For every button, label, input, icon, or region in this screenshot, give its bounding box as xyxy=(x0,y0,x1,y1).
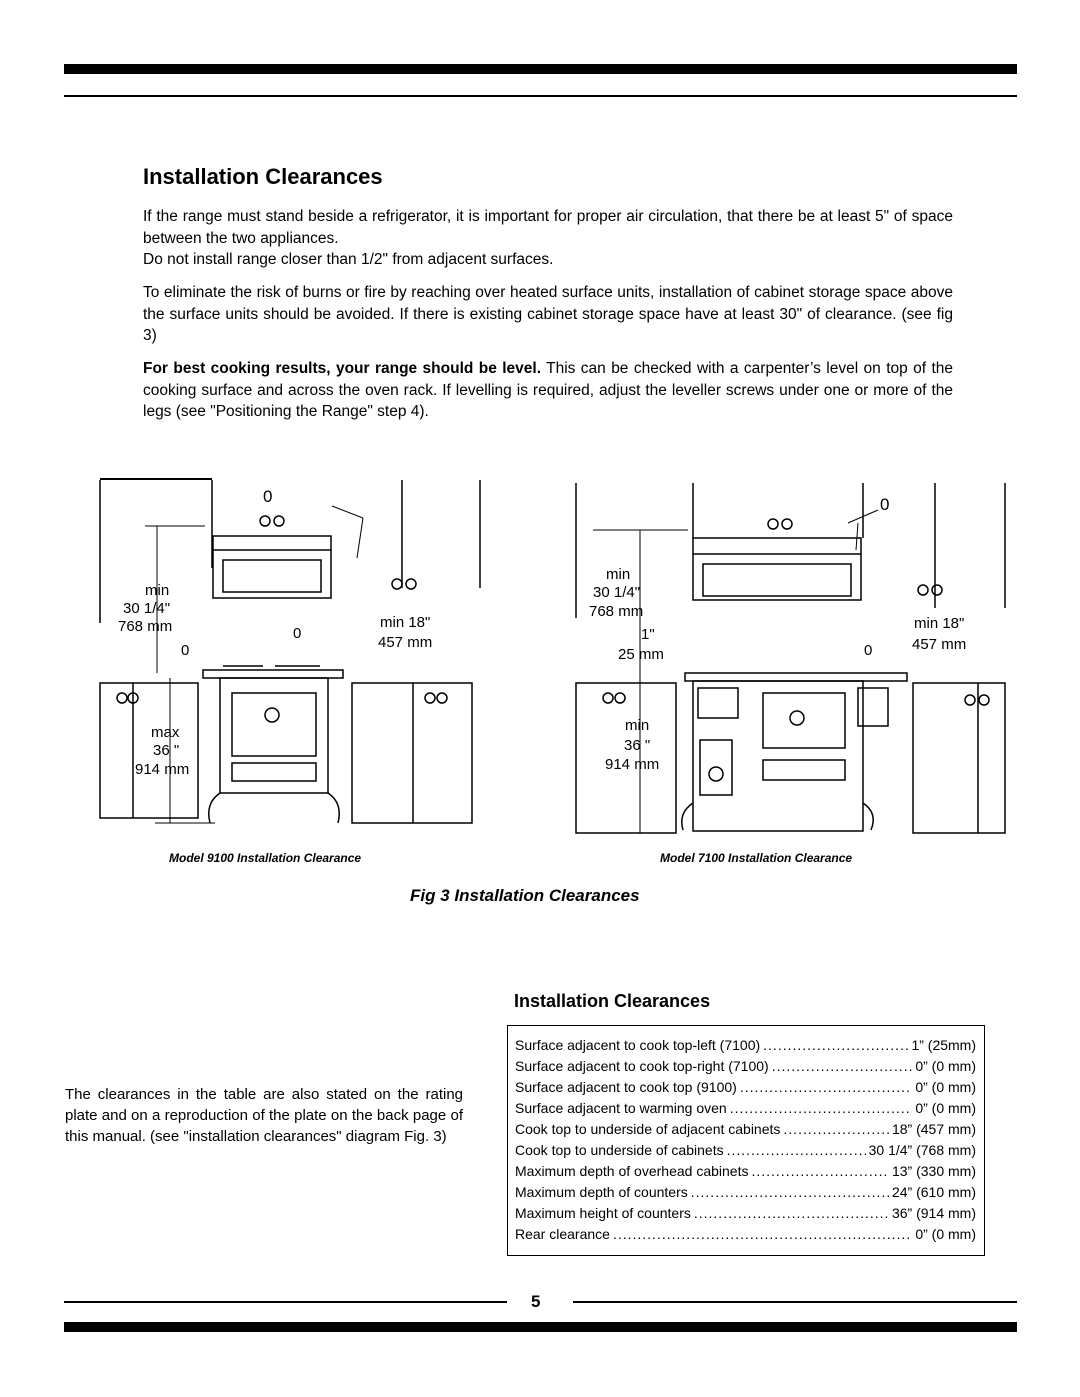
row-leader xyxy=(783,1121,889,1137)
7100-low-mm: 914 mm xyxy=(605,756,659,773)
7100-min-label: min xyxy=(606,566,630,583)
row-label: Surface adjacent to cook top-right (7100… xyxy=(515,1058,769,1074)
row-value: 30 1/4” (768 mm) xyxy=(868,1142,976,1158)
row-value: 18” (457 mm) xyxy=(891,1121,976,1137)
row-leader xyxy=(727,1142,866,1158)
row-leader xyxy=(763,1037,908,1053)
row-leader xyxy=(740,1079,913,1095)
row-value: 0” (0 mm) xyxy=(915,1100,976,1116)
table-row: Surface adjacent to warming oven 0” (0 mm… xyxy=(515,1100,976,1121)
row-label: Surface adjacent to warming oven xyxy=(515,1100,727,1116)
7100-zero-right: 0 xyxy=(864,642,872,659)
paragraph-adjacent: Do not install range closer than 1/2" fr… xyxy=(143,251,554,268)
9100-max-label: max xyxy=(151,724,180,741)
figure-caption: Fig 3 Installation Clearances xyxy=(410,886,640,905)
page-title: Installation Clearances xyxy=(143,164,383,189)
row-leader xyxy=(613,1226,912,1242)
row-label: Cook top to underside of adjacent cabine… xyxy=(515,1121,781,1137)
table-row: Surface adjacent to cook top-right (7100… xyxy=(515,1058,976,1079)
9100-zero-top: 0 xyxy=(263,487,272,506)
table-row: Surface adjacent to cook top (9100) 0” (0… xyxy=(515,1079,976,1100)
table-row: Maximum depth of overhead cabinets 13” (3… xyxy=(515,1163,976,1184)
model-7100-diagram: 0 min 30 1/4" 768 mm 1" 25 mm 0 min 18" … xyxy=(575,483,1006,834)
paragraph-level: For best cooking results, your range sho… xyxy=(143,358,953,423)
table-title: Installation Clearances xyxy=(514,991,711,1011)
9100-side-mm: 457 mm xyxy=(378,634,432,651)
row-value: 0” (0 mm) xyxy=(915,1226,976,1242)
table-row: Surface adjacent to cook top-left (7100)… xyxy=(515,1037,976,1058)
paragraph-refrigerator: If the range must stand beside a refrige… xyxy=(143,208,953,247)
7100-zero-top: 0 xyxy=(880,495,889,514)
footer-thin-rule-left xyxy=(64,1301,507,1303)
footer-thin-rule-right xyxy=(573,1301,1017,1303)
row-value: 13” (330 mm) xyxy=(891,1163,976,1179)
header-thick-rule xyxy=(64,64,1017,74)
row-leader xyxy=(694,1205,889,1221)
row-label: Surface adjacent to cook top (9100) xyxy=(515,1079,737,1095)
row-value: 0” (0 mm) xyxy=(915,1058,976,1074)
model-9100-diagram: 0 min 30 1/4" 768 mm 0 0 min 18" 457 mm … xyxy=(99,478,481,824)
7100-min-in: 30 1/4" xyxy=(593,584,640,601)
row-value: 1” (25mm) xyxy=(911,1037,976,1053)
9100-min-mm: 768 mm xyxy=(118,618,172,635)
clearance-table: Surface adjacent to cook top-left (7100)… xyxy=(507,1025,985,1256)
9100-min-in: 30 1/4" xyxy=(123,600,170,617)
7100-low-label: min xyxy=(625,717,649,734)
9100-min-label: min xyxy=(145,582,169,599)
row-leader xyxy=(730,1100,913,1116)
row-label: Maximum height of counters xyxy=(515,1205,691,1221)
table-row: Rear clearance 0” (0 mm) xyxy=(515,1226,976,1247)
row-value: 0” (0 mm) xyxy=(915,1079,976,1095)
paragraph-cabinet: To eliminate the risk of burns or fire b… xyxy=(143,284,953,344)
table-row: Maximum depth of counters 24” (610 mm) xyxy=(515,1184,976,1205)
row-label: Cook top to underside of cabinets xyxy=(515,1142,724,1158)
row-leader xyxy=(772,1058,913,1074)
level-text: This can be checked with a carpenter’s l… xyxy=(143,360,954,420)
table-note: The clearances in the table are also sta… xyxy=(65,1086,463,1145)
page-number: 5 xyxy=(531,1292,541,1311)
table-row: Cook top to underside of cabinets 30 1/4”… xyxy=(515,1142,976,1163)
row-label: Maximum depth of overhead cabinets xyxy=(515,1163,749,1179)
7100-low-in: 36 " xyxy=(624,737,650,754)
7100-side-min: min 18" xyxy=(914,615,964,632)
row-label: Maximum depth of counters xyxy=(515,1184,688,1200)
9100-max-mm: 914 mm xyxy=(135,761,189,778)
row-value: 36” (914 mm) xyxy=(891,1205,976,1221)
footer-thick-rule xyxy=(64,1322,1017,1332)
7100-min-mm: 768 mm xyxy=(589,603,643,620)
level-emphasis: For best cooking results, your range sho… xyxy=(143,360,542,377)
model-7100-caption: Model 7100 Installation Clearance xyxy=(660,851,853,865)
row-label: Rear clearance xyxy=(515,1226,610,1242)
9100-zero-left: 0 xyxy=(181,642,189,659)
7100-gap-in: 1" xyxy=(641,626,655,643)
header-thin-rule xyxy=(64,95,1017,97)
7100-side-mm: 457 mm xyxy=(912,636,966,653)
7100-gap-mm: 25 mm xyxy=(618,646,664,663)
row-leader xyxy=(691,1184,889,1200)
model-9100-caption: Model 9100 Installation Clearance xyxy=(169,851,362,865)
row-label: Surface adjacent to cook top-left (7100) xyxy=(515,1037,761,1053)
row-leader xyxy=(751,1163,889,1179)
row-value: 24” (610 mm) xyxy=(891,1184,976,1200)
9100-zero-mid: 0 xyxy=(293,625,301,642)
9100-max-in: 36 " xyxy=(153,742,179,759)
9100-side-min: min 18" xyxy=(380,614,430,631)
table-row: Cook top to underside of adjacent cabine… xyxy=(515,1121,976,1142)
table-row: Maximum height of counters 36” (914 mm) xyxy=(515,1205,976,1226)
